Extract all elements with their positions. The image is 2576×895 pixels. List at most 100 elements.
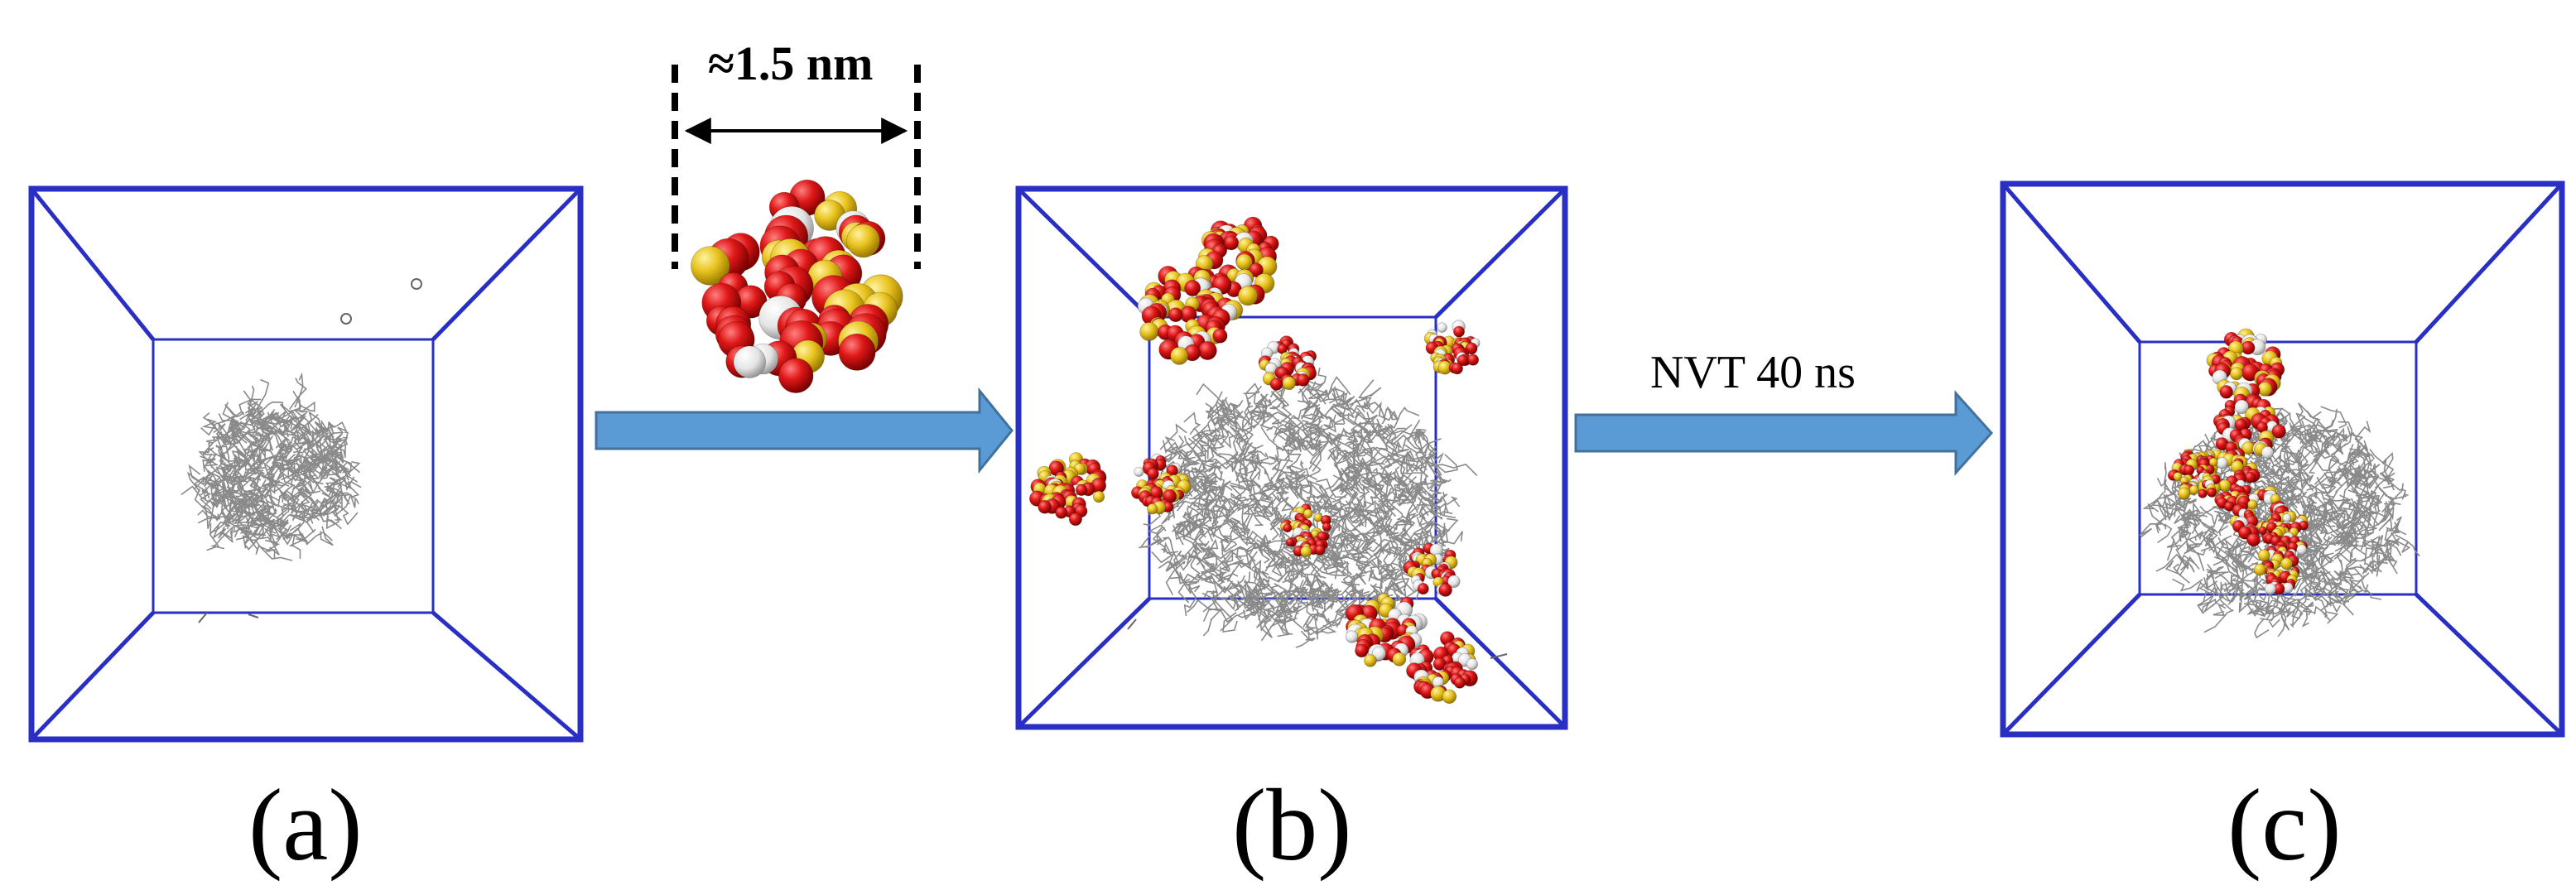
atom-sphere: [1364, 654, 1377, 667]
cluster-size-label: ≈1.5 nm: [708, 36, 874, 90]
atom-sphere: [1453, 676, 1466, 689]
atom-sphere: [1269, 378, 1283, 391]
atom-sphere: [2208, 457, 2218, 467]
silica-nanoparticle-icon: [1279, 503, 1331, 558]
atom-sphere: [1417, 582, 1429, 595]
atom-sphere: [2258, 526, 2267, 536]
atom-sphere: [2257, 549, 2270, 562]
atom-sphere: [1453, 325, 1466, 338]
panel-label-b: (b): [1232, 768, 1352, 882]
atom-sphere: [2271, 424, 2286, 439]
atom-sphere: [2218, 479, 2232, 492]
atom-sphere: [2188, 484, 2199, 495]
atom-sphere: [1075, 484, 1088, 496]
atom-sphere: [1447, 575, 1461, 589]
atom-sphere: [838, 333, 876, 371]
process-arrow-2: [1574, 390, 1994, 476]
silica-nanoparticle-icon: [1406, 631, 1479, 705]
atom-sphere: [1371, 646, 1387, 662]
atom-sphere: [1466, 657, 1479, 671]
atom-sphere: [1212, 328, 1228, 344]
atom-sphere: [2261, 445, 2275, 460]
atom-sphere: [733, 345, 766, 378]
atom-sphere: [1285, 537, 1295, 547]
silica-nanoparticles: [691, 179, 2309, 705]
silica-nanoparticle-icon: [1028, 452, 1107, 527]
atom-sphere: [846, 224, 880, 258]
atom-sphere: [1296, 373, 1310, 387]
atom-sphere: [1184, 279, 1201, 296]
atom-sphere: [1224, 235, 1240, 251]
atom-sphere: [2282, 513, 2292, 522]
silica-nanoparticle-icon: [1403, 542, 1461, 597]
atom-sphere: [2198, 488, 2208, 498]
process-arrow-1: [595, 387, 1014, 474]
silica-nanoparticle-icon: [2212, 393, 2286, 461]
atom-sphere: [1238, 286, 1259, 306]
atom-sphere: [1355, 643, 1369, 658]
atom-sphere: [1068, 512, 1083, 527]
box-c: [2000, 180, 2565, 738]
atom-sphere: [1249, 262, 1264, 278]
atom-sphere: [1170, 346, 1189, 365]
atom-sphere: [1457, 354, 1469, 367]
atom-sphere: [2246, 532, 2261, 547]
atom-sphere: [2178, 487, 2191, 500]
polymer-coil-a: [181, 372, 362, 561]
atom-sphere: [2184, 464, 2195, 476]
atom-sphere: [691, 246, 730, 286]
atom-sphere: [1092, 490, 1105, 503]
atom-sphere: [2264, 583, 2277, 595]
atom-sphere: [1168, 307, 1183, 323]
atom-sphere: [1283, 523, 1293, 533]
silica-nanoparticle-icon: [1195, 216, 1279, 306]
atom-sphere: [1038, 499, 1052, 514]
atom-sphere: [778, 358, 814, 394]
atom-sphere: [2296, 544, 2308, 556]
panel-label-a: (a): [248, 768, 363, 882]
silica-nanoparticle-icon: [2206, 328, 2285, 403]
silica-nanoparticle-icon: [1258, 335, 1317, 391]
atom-sphere: [2253, 563, 2266, 576]
atom-sphere: [1197, 340, 1217, 360]
atom-sphere: [2219, 385, 2234, 399]
atom-sphere: [1300, 546, 1312, 558]
box-a: [28, 185, 584, 743]
atom-sphere: [1437, 322, 1447, 333]
atom-sphere: [2173, 471, 2183, 482]
silica-nanoparticle-icon: [2253, 546, 2300, 595]
silica-nanoparticle-icon: [1423, 320, 1481, 375]
polymer-chain: [181, 372, 362, 561]
atom-sphere: [1147, 503, 1158, 515]
atom-sphere: [1451, 362, 1464, 375]
stray-molecules: [198, 278, 1508, 659]
atom-sphere: [2223, 501, 2235, 512]
atom-sphere: [2280, 557, 2293, 570]
atom-sphere: [1302, 508, 1313, 519]
atom-sphere: [1442, 689, 1457, 705]
atom-sphere: [1282, 376, 1297, 391]
silica-nanoparticle-icon: [691, 179, 903, 394]
process-step-label: NVT 40 ns: [1650, 347, 1856, 398]
atom-sphere: [2206, 487, 2217, 498]
atom-sphere: [2247, 499, 2258, 510]
atom-sphere: [1466, 354, 1480, 366]
atom-sphere: [2234, 399, 2250, 415]
atom-sphere: [2244, 471, 2256, 484]
atom-sphere: [1055, 506, 1068, 519]
atom-sphere: [2216, 457, 2228, 469]
atom-sphere: [1438, 583, 1452, 597]
box-b: [1015, 185, 1568, 730]
size-dimension-marker: [672, 65, 921, 269]
atom-sphere: [2229, 367, 2243, 381]
atom-sphere: [1147, 467, 1159, 480]
silica-nanoparticle-icon: [1345, 593, 1428, 667]
atom-sphere: [1314, 544, 1326, 556]
atom-sphere: [1322, 522, 1331, 532]
silica-nanoparticle-icon: [1137, 265, 1244, 365]
atom-sphere: [2257, 381, 2273, 397]
atom-sphere: [1392, 652, 1407, 666]
atom-sphere: [1139, 321, 1159, 341]
panel-label-c: (c): [2227, 768, 2342, 882]
